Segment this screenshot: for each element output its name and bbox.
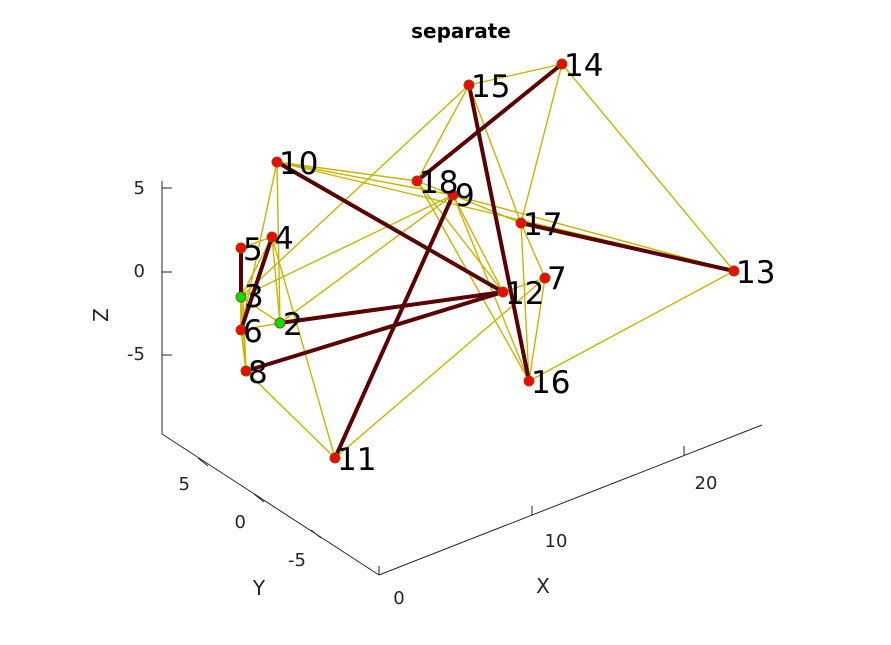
node-label-14: 14 [564, 48, 603, 84]
node-4 [266, 231, 278, 243]
thick-edge-10-12 [275, 160, 505, 294]
node-11 [329, 452, 341, 464]
y-tick-label: 5 [179, 474, 190, 495]
z-tick-label: -5 [127, 344, 145, 365]
thin-edges [240, 63, 735, 459]
thin-edge-18-12 [416, 180, 504, 293]
thin-edge-14-17 [520, 63, 563, 224]
thin-edge-9-2 [279, 194, 454, 324]
node-8 [240, 365, 252, 377]
node-14 [556, 58, 568, 70]
thin-edge-11-7 [334, 277, 546, 459]
node-label-2: 2 [283, 307, 303, 343]
thin-edge-8-11 [245, 370, 336, 459]
node-15 [463, 79, 475, 91]
node-label-3: 3 [244, 279, 264, 315]
y-tick-label: 0 [235, 512, 246, 533]
node-label-18: 18 [419, 165, 458, 201]
node-label-5: 5 [243, 232, 263, 268]
thick-edge-12-8 [244, 290, 505, 373]
node-label-6: 6 [243, 314, 263, 350]
thin-edge-6-2 [240, 322, 281, 331]
nodes [235, 58, 740, 464]
thin-edge-9-16 [452, 194, 530, 382]
y-tick-mark [197, 457, 209, 467]
thin-edge-18-16 [416, 180, 530, 382]
thick-edge-9-11 [333, 193, 455, 460]
thin-edge-18-9 [416, 180, 454, 196]
thick-edge-12-2 [278, 290, 505, 325]
node-12 [497, 286, 509, 298]
node-17 [515, 217, 527, 229]
node-label-16: 16 [531, 365, 570, 401]
thin-edge-10-18 [276, 161, 418, 182]
thin-edge-4-11 [271, 236, 336, 459]
node-5 [235, 242, 247, 254]
node-label-15: 15 [471, 69, 510, 105]
node-label-10: 10 [279, 146, 318, 182]
node-10 [271, 156, 283, 168]
thick-edge-15-16 [467, 83, 531, 383]
thin-edge-15-14 [468, 63, 563, 86]
thin-edge-17-16 [520, 222, 530, 382]
thick-edge-4-6 [239, 235, 274, 332]
thin-edge-13-9 [452, 194, 735, 272]
y-tick-mark [253, 493, 265, 503]
thin-edge-2-3 [240, 296, 281, 324]
y-tick-label: -5 [288, 550, 306, 571]
node-13 [728, 265, 740, 277]
node-label-9: 9 [455, 178, 475, 214]
y-tick-mark [310, 529, 322, 539]
thin-edge-13-16 [528, 270, 735, 382]
node-7 [539, 272, 551, 284]
thin-edge-7-16 [528, 277, 546, 382]
x-axis-line [378, 424, 763, 576]
x-tick-label: 10 [545, 531, 568, 552]
node-9 [447, 189, 459, 201]
node-2 [274, 317, 286, 329]
thin-edge-9-12 [452, 194, 504, 293]
thin-edge-10-2 [276, 161, 281, 324]
y-axis-label: Y [252, 576, 266, 600]
thick-edge-17-13 [519, 221, 736, 273]
node-label-13: 13 [736, 255, 775, 291]
x-axis-label: X [536, 574, 550, 598]
thin-edge-6-8 [240, 329, 247, 372]
z-tick-label: 0 [134, 261, 145, 282]
node-18 [411, 175, 423, 187]
thin-edge-15-17 [468, 84, 522, 224]
node-label-4: 4 [274, 221, 294, 257]
thin-edge-2-4 [271, 236, 281, 324]
node-3 [235, 291, 247, 303]
thin-edge-14-13 [561, 63, 735, 272]
thin-edge-17-7 [520, 222, 546, 279]
thick-edges [239, 62, 736, 460]
thick-edge-14-18 [415, 62, 564, 183]
node-label-7: 7 [547, 261, 567, 297]
node-label-17: 17 [523, 207, 562, 243]
x-tick-label: 0 [393, 588, 404, 609]
z-axis-label: Z [89, 308, 113, 322]
node-16 [523, 375, 535, 387]
node-6 [235, 324, 247, 336]
node-label-12: 12 [505, 276, 544, 312]
node-label-11: 11 [337, 442, 376, 478]
thin-edge-15-18 [416, 84, 470, 182]
chart-title: separate [411, 19, 511, 43]
x-tick-label: 20 [695, 473, 718, 494]
thin-edge-9-17 [452, 194, 522, 224]
tick-labels: 5 0 -5 5 0 -5 0 10 20 [127, 178, 717, 609]
y-axis-line [161, 433, 380, 576]
thin-edge-10-6 [240, 161, 278, 331]
axes [161, 181, 763, 576]
node-label-8: 8 [248, 355, 268, 391]
z-tick-label: 5 [134, 178, 145, 199]
